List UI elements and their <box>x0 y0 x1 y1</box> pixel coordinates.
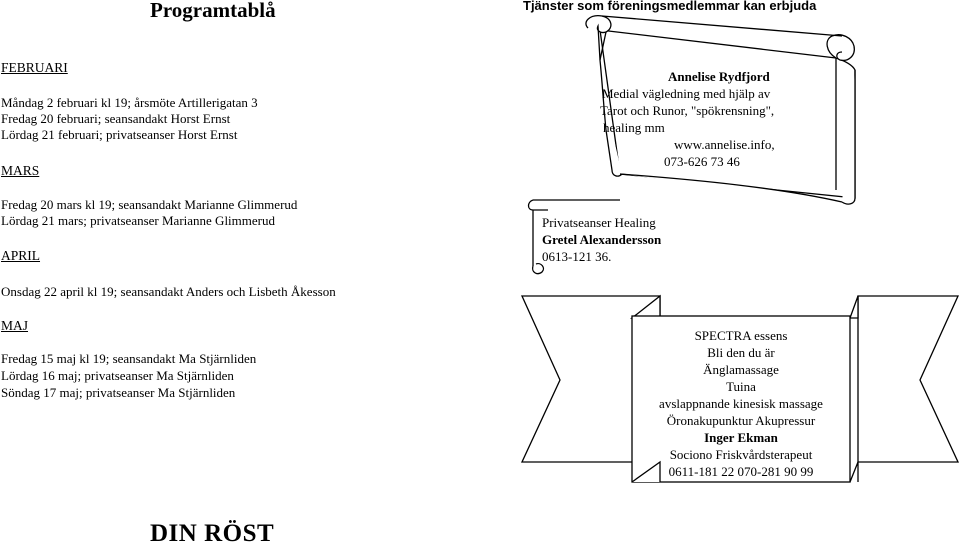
event-line: Söndag 17 maj; privatseanser Ma Stjärnli… <box>1 385 236 400</box>
banner-name: Inger Ekman <box>704 430 778 445</box>
scroll1-website: www.annelise.info, <box>674 137 775 152</box>
banner-line: Tuina <box>726 379 756 394</box>
scroll2-heading: Privatseanser Healing <box>542 215 656 230</box>
event-line: Lördag 21 mars; privatseanser Marianne G… <box>1 213 275 228</box>
scroll1-line: Tarot och Runor, "spökrensning", <box>600 103 775 118</box>
banner-line: avslappnande kinesisk massage <box>659 396 823 411</box>
scroll-shape-1 <box>585 15 856 205</box>
banner-shape <box>520 294 960 483</box>
footer-heading: DIN RÖST <box>150 520 275 547</box>
month-heading-april: APRIL <box>1 248 41 263</box>
banner-line: Änglamassage <box>703 362 779 377</box>
scroll1-line: Medial vägledning med hjälp av <box>602 86 771 101</box>
banner-text: SPECTRA essens Bli den du är Änglamassag… <box>632 327 850 480</box>
month-heading-februari: FEBRUARI <box>1 60 68 75</box>
event-line: Lördag 16 maj; privatseanser Ma Stjärnli… <box>1 368 234 383</box>
month-heading-maj: MAJ <box>1 318 29 333</box>
banner-line: SPECTRA essens <box>694 328 788 343</box>
banner-phone: 0611-181 22 070-281 90 99 <box>668 464 814 479</box>
event-line: Lördag 21 februari; privatseanser Horst … <box>1 127 238 142</box>
scroll1-line: healing mm <box>603 120 665 135</box>
event-line: Fredag 15 maj kl 19; seansandakt Ma Stjä… <box>1 351 257 366</box>
month-heading-mars: MARS <box>1 163 40 178</box>
scroll2-phone: 0613-121 36. <box>542 249 612 264</box>
scroll-shape-2 <box>527 199 620 275</box>
scroll1-phone: 073-626 73 46 <box>664 154 740 169</box>
services-title: Tjänster som föreningsmedlemmar kan erbj… <box>523 0 817 13</box>
scroll1-name: Annelise Rydfjord <box>668 69 770 84</box>
scroll2-name: Gretel Alexandersson <box>542 232 662 247</box>
banner-line: Öronakupunktur Akupressur <box>666 413 816 428</box>
event-line: Måndag 2 februari kl 19; årsmöte Artille… <box>1 95 258 110</box>
banner-line: Bli den du är <box>707 345 775 360</box>
program-title: Programtablå <box>150 0 276 22</box>
event-line: Fredag 20 februari; seansandakt Horst Er… <box>1 111 231 126</box>
banner-line: Sociono Friskvårdsterapeut <box>669 447 813 462</box>
event-line: Onsdag 22 april kl 19; seansandakt Ander… <box>1 284 336 299</box>
event-line: Fredag 20 mars kl 19; seansandakt Marian… <box>1 197 298 212</box>
